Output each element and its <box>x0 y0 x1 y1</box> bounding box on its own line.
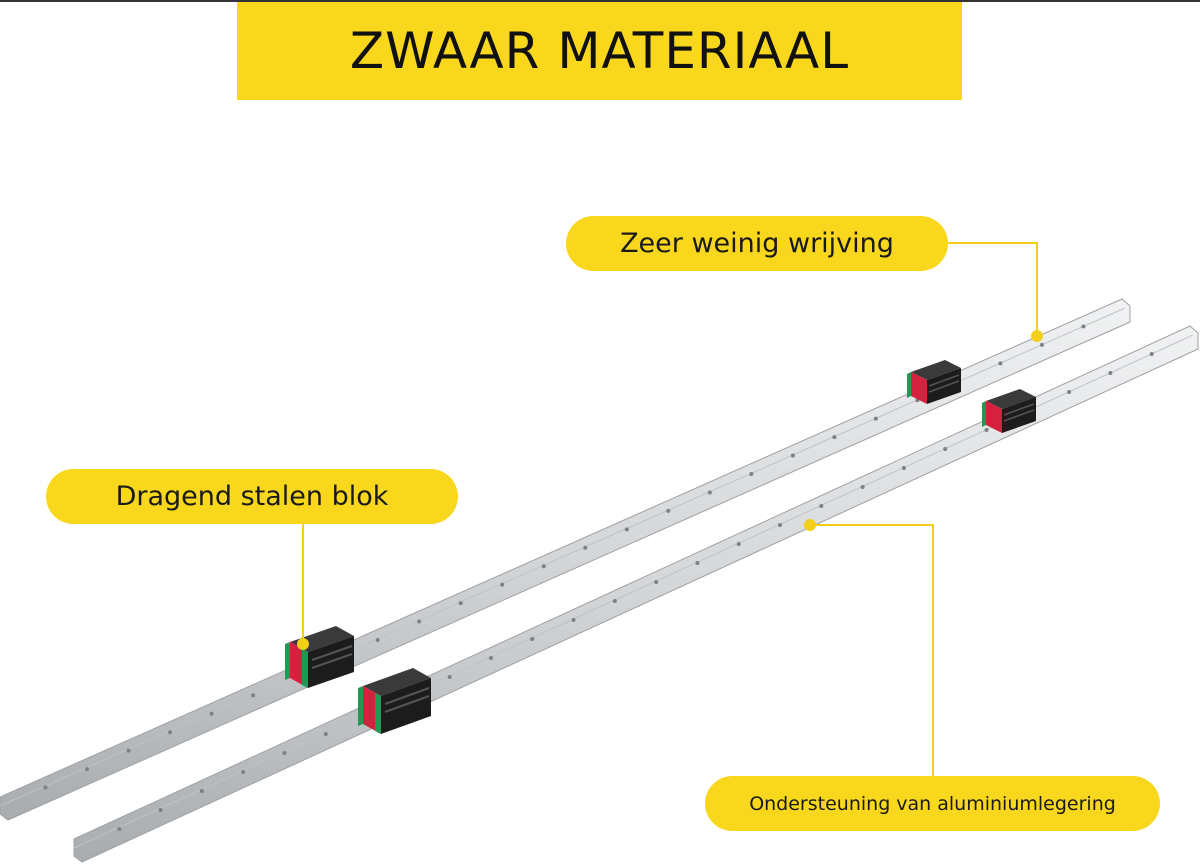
rail-mounting-hole <box>612 599 617 603</box>
rail-mounting-hole <box>126 748 131 753</box>
rail-mounting-hole <box>695 561 700 565</box>
rail-mounting-hole <box>447 675 452 679</box>
rail-mounting-hole <box>251 693 256 698</box>
rail-mounting-hole <box>873 416 878 421</box>
rail-mounting-hole <box>458 601 463 606</box>
callout-aluminium-support-label: Ondersteuning van aluminiumlegering <box>749 792 1116 815</box>
rail-mounting-hole <box>85 767 90 772</box>
rail-mounting-hole <box>860 485 865 489</box>
rail-mounting-hole <box>819 504 824 508</box>
rail-mounting-hole <box>624 527 629 532</box>
rail-mounting-hole <box>488 656 493 660</box>
rail-mounting-hole <box>199 789 204 793</box>
rail-mounting-hole <box>375 638 380 642</box>
rail-mounting-hole <box>998 361 1003 366</box>
rail-mounting-hole <box>901 466 906 470</box>
rail-mounting-hole <box>707 490 712 495</box>
carriage-block-upper-far <box>907 360 961 404</box>
carriage-block-upper-near <box>285 626 354 688</box>
rail-mounting-hole <box>282 751 287 755</box>
rail-mounting-hole <box>541 564 546 569</box>
rail-mounting-hole <box>1081 324 1086 329</box>
rail-mounting-hole <box>500 582 505 587</box>
lower-rail <box>73 325 1199 863</box>
page-title: ZWAAR MATERIAAL <box>349 22 850 80</box>
leader-line-aluminium <box>804 519 934 776</box>
top-border-line <box>0 0 1200 2</box>
rail-mounting-hole <box>117 827 122 831</box>
rail-mounting-hole <box>158 808 163 812</box>
rail-mounting-hole <box>209 711 214 716</box>
rail-mounting-hole <box>943 447 948 451</box>
rail-mounting-hole <box>1149 352 1154 356</box>
rail-mounting-hole <box>749 472 754 476</box>
rail-mounting-hole <box>790 453 795 458</box>
rail-mounting-hole <box>736 542 741 546</box>
rail-mounting-hole <box>1039 342 1044 347</box>
rail-mounting-hole <box>168 730 173 735</box>
callout-aluminium-support: Ondersteuning van aluminiumlegering <box>705 776 1160 831</box>
rail-mounting-hole <box>666 508 671 513</box>
callout-low-friction-label: Zeer weinig wrijving <box>620 228 894 259</box>
leader-line-friction <box>948 242 1043 342</box>
rail-mounting-hole <box>583 545 588 550</box>
rail-mounting-hole <box>1067 390 1072 394</box>
rail-mounting-hole <box>778 523 783 527</box>
callout-steel-block-label: Dragend stalen blok <box>115 481 389 512</box>
rail-mounting-hole <box>654 580 659 584</box>
rail-mounting-hole <box>832 435 837 440</box>
carriage-block-lower-far <box>982 389 1036 433</box>
carriage-block-lower-near <box>358 668 431 734</box>
rail-mounting-hole <box>1108 371 1113 375</box>
rail-mounting-hole <box>241 770 246 774</box>
callout-steel-block: Dragend stalen blok <box>46 469 458 524</box>
rail-mounting-hole <box>530 637 535 641</box>
rail-mounting-hole <box>323 732 328 736</box>
rail-mounting-hole <box>43 785 48 790</box>
title-banner: ZWAAR MATERIAAL <box>237 2 962 100</box>
leader-line-steel-block <box>297 524 309 650</box>
rail-mounting-hole <box>984 428 989 432</box>
callout-low-friction: Zeer weinig wrijving <box>566 216 948 271</box>
rail-mounting-hole <box>417 619 422 624</box>
rail-mounting-hole <box>571 618 576 622</box>
